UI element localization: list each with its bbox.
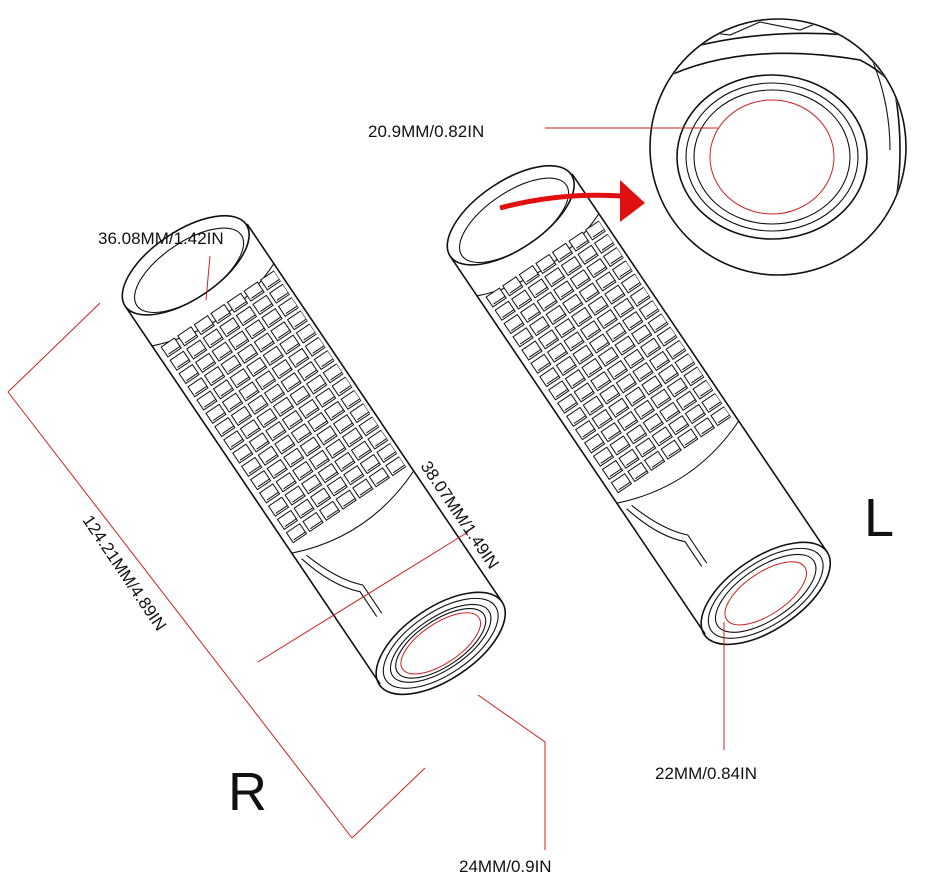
leader-outer-end: [205, 255, 211, 301]
zoom-rim-1: [685, 82, 859, 232]
left-grip-front-rim-1: [707, 547, 824, 639]
right-grip: [121, 214, 507, 696]
left-grip: [446, 164, 832, 646]
right-grip-back-rim: [133, 227, 245, 314]
right-grip-knurl: [158, 270, 408, 547]
left-grip-front-rim-2: [714, 553, 817, 633]
length-ext-bottom: [351, 767, 426, 839]
dim-outer-end: 36.08MM/1.42IN: [98, 229, 224, 248]
zoom-rim-2: [693, 89, 851, 225]
right-grip-front-end: [375, 591, 507, 696]
left-grip-knurl: [483, 220, 733, 497]
right-grip-edge-left: [124, 305, 381, 685]
zoom-rim-outer: [676, 74, 868, 240]
right-grip-collar-bottom: [291, 470, 415, 554]
body-diag-line: [257, 531, 469, 663]
left-grip-edge-right: [571, 173, 828, 553]
dim-length: 124.21MM/4.89IN: [79, 512, 170, 635]
zoom-detail: [649, 18, 907, 276]
dimension-lines: [7, 127, 725, 850]
length-line: [7, 391, 353, 839]
left-grip-bore: [724, 561, 807, 626]
left-grip-ridge-b: [631, 504, 708, 564]
right-grip-front-rim-2: [389, 603, 492, 683]
right-grip-front-rim-3: [395, 608, 487, 679]
left-grip-edge-left: [449, 255, 706, 635]
label-right-grip: R: [228, 762, 267, 822]
right-grip-bore: [400, 612, 481, 675]
dim-inner-detail: 20.9MM/0.82IN: [368, 122, 484, 141]
zoom-bore: [709, 99, 835, 215]
left-grip-front-end: [700, 541, 832, 646]
right-grip-ridge-a: [301, 558, 378, 617]
right-grip-edge-right: [246, 223, 503, 603]
arrow-shaft: [499, 192, 623, 211]
arrow-head: [620, 180, 645, 222]
right-grip-front-rim-1: [382, 597, 499, 689]
length-ext-top: [7, 302, 101, 393]
detail-arrow: [499, 180, 645, 222]
zoom-circle: [649, 18, 907, 276]
zoom-contour-5: [869, 54, 891, 151]
leader-bore-right: [477, 694, 546, 850]
right-grip-ridge-b: [306, 554, 383, 614]
dim-bore-right: 24MM/0.9IN: [459, 857, 552, 876]
left-grip-ridge-a: [626, 508, 703, 567]
left-grip-collar-bottom: [616, 420, 740, 504]
dim-bore-left: 22MM/0.84IN: [655, 764, 757, 783]
left-grip-back-rim: [458, 177, 570, 264]
label-left-grip: L: [864, 488, 894, 548]
